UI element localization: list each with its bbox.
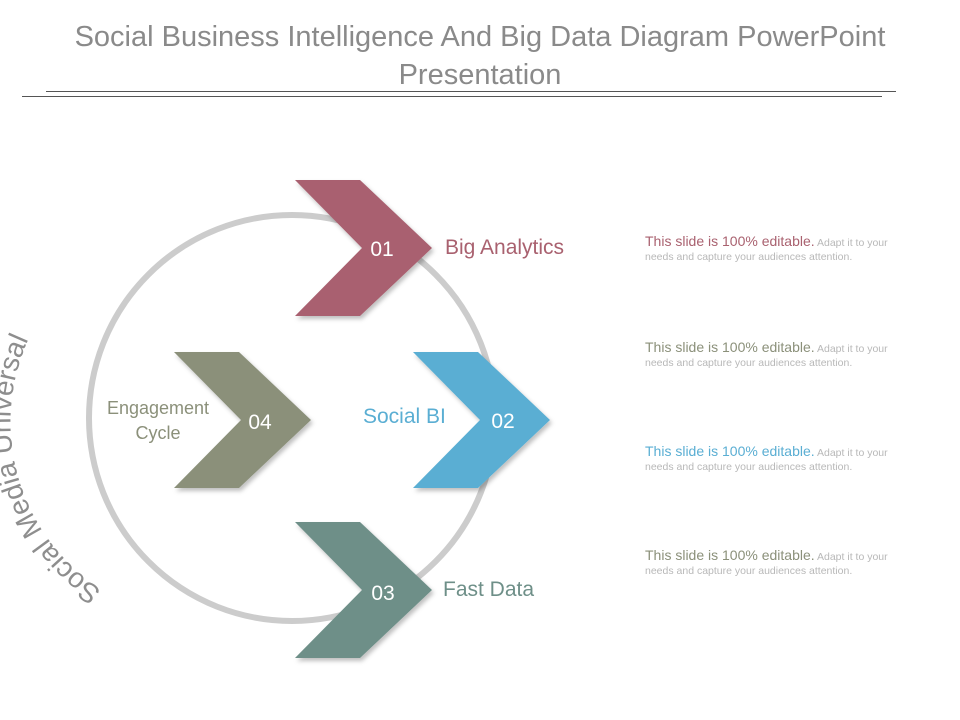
description-4: This slide is 100% editable. Adapt it to… bbox=[645, 547, 890, 578]
step-label-fast-data: Fast Data bbox=[443, 578, 535, 601]
description-1: This slide is 100% editable. Adapt it to… bbox=[645, 233, 890, 264]
description-2-body: Adapt it to your needs and capture your … bbox=[645, 343, 888, 369]
arc-label: Social Media Universal bbox=[0, 329, 105, 611]
step-label-big-analytics: Big Analytics bbox=[445, 236, 565, 259]
description-3-body: Adapt it to your needs and capture your … bbox=[645, 447, 888, 473]
description-1-lead: This slide is 100% editable. bbox=[645, 233, 815, 249]
description-3-lead: This slide is 100% editable. bbox=[645, 443, 815, 459]
step-label-social-bi: Social BI bbox=[363, 405, 446, 428]
step-number-03: 03 bbox=[371, 582, 394, 605]
description-2: This slide is 100% editable. Adapt it to… bbox=[645, 339, 890, 370]
title-rule-bottom bbox=[22, 96, 882, 97]
step-number-04: 04 bbox=[248, 411, 272, 434]
chevron-04 bbox=[174, 352, 311, 488]
description-4-body: Adapt it to your needs and capture your … bbox=[645, 551, 888, 577]
chevron-02 bbox=[413, 352, 550, 488]
title-rule-top bbox=[46, 91, 896, 92]
slide-title: Social Business Intelligence And Big Dat… bbox=[74, 21, 886, 91]
description-3: This slide is 100% editable. Adapt it to… bbox=[645, 443, 890, 474]
chevron-01 bbox=[295, 180, 432, 316]
step-number-02: 02 bbox=[491, 410, 514, 433]
step-label-engagement-cycle: Engagement Cycle bbox=[106, 398, 210, 443]
chevron-03 bbox=[295, 522, 432, 658]
step-number-01: 01 bbox=[370, 238, 393, 261]
description-2-lead: This slide is 100% editable. bbox=[645, 339, 815, 355]
description-4-lead: This slide is 100% editable. bbox=[645, 547, 815, 563]
description-1-body: Adapt it to your needs and capture your … bbox=[645, 237, 888, 263]
